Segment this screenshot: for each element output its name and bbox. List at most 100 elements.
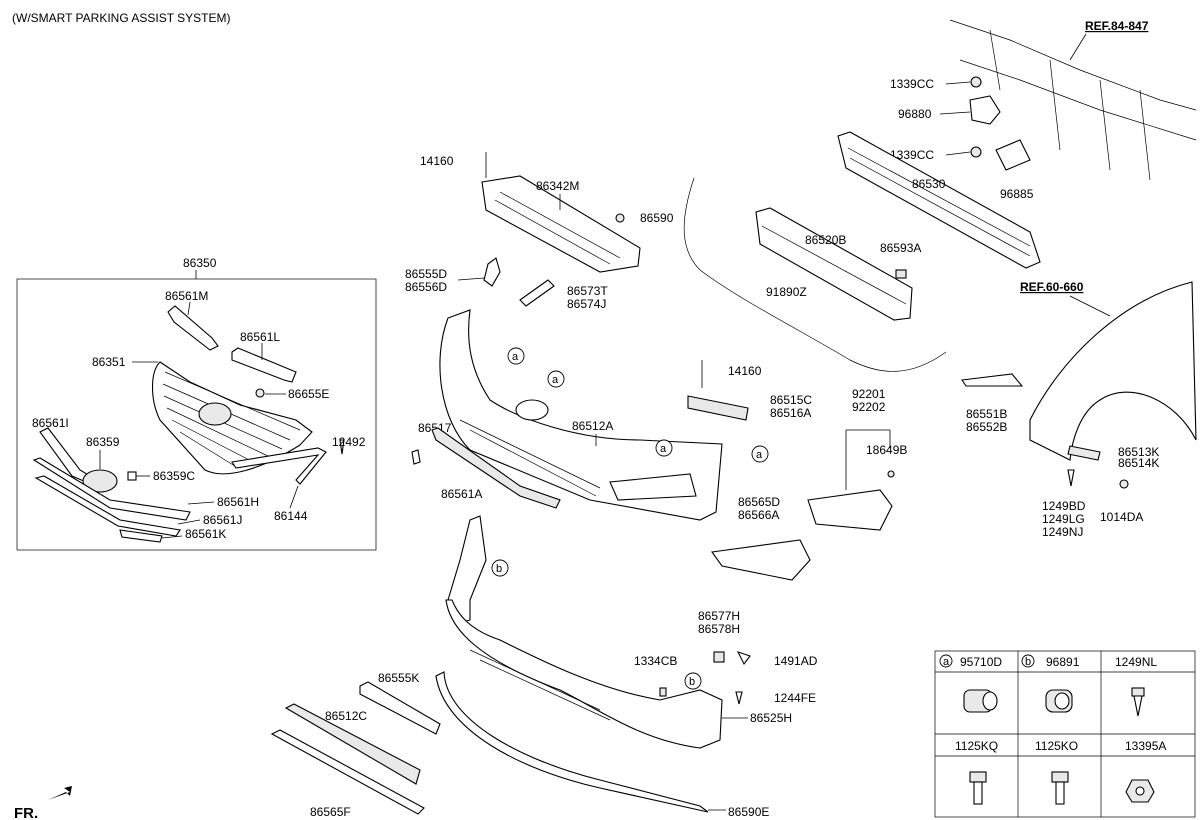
- part-1244FE: [735, 691, 743, 705]
- label-86513K: 86513K: [1118, 445, 1159, 459]
- legend-95710D: 95710D: [960, 655, 1002, 669]
- label-1244FE: 1244FE: [774, 691, 816, 705]
- part-86561J: [34, 475, 181, 537]
- legend-mark-b: [1021, 654, 1035, 668]
- lower-bumper-group: b 86525H b 86577H 86578H 1491AD 1334CB 1…: [270, 515, 818, 819]
- part-bracket-b: [447, 515, 487, 623]
- label-86551B: 86551B: [966, 407, 1007, 421]
- part-86590-clip: [615, 213, 625, 223]
- part-12492: [339, 439, 345, 455]
- label-86561L: 86561L: [240, 330, 280, 344]
- part-1339CC-b: [970, 146, 982, 158]
- front-direction-indicator: FR.: [14, 786, 72, 820]
- label-86561A: 86561A: [441, 487, 482, 501]
- fender-panel: [1029, 281, 1197, 461]
- label-96880: 96880: [898, 107, 932, 121]
- label-86573T: 86573T: [567, 284, 608, 298]
- label-86516A: 86516A: [770, 406, 811, 420]
- bumper-sensor-hole: [515, 399, 549, 421]
- part-86561M: [167, 305, 219, 351]
- part-86655E: [255, 388, 265, 398]
- grille-inset-box: 86350 86561M 86561L 86351 86655E 12492 8…: [16, 256, 377, 551]
- label-86565F: 86565F: [310, 805, 351, 819]
- label-86556D: 86556D: [405, 280, 447, 294]
- label-86515C: 86515C: [770, 393, 812, 407]
- label-86552B: 86552B: [966, 420, 1007, 434]
- legend-96891: 96891: [1046, 655, 1080, 669]
- part-1491AD: [736, 651, 751, 666]
- label-86351: 86351: [92, 355, 126, 369]
- label-1249NJ: 1249NJ: [1042, 525, 1083, 539]
- callout-a-3: [655, 439, 673, 457]
- callout-a-4: [751, 445, 769, 463]
- legend-1125KQ: 1125KQ: [955, 739, 998, 753]
- legend-1249NL: 1249NL: [1115, 655, 1157, 669]
- label-86577H: 86577H: [698, 609, 740, 623]
- sensor-95710D-icon: [963, 689, 998, 713]
- part-86573T: [519, 279, 555, 307]
- part-86512C: [284, 703, 421, 785]
- part-86551B: [961, 373, 1024, 387]
- reinforcement-group: REF.84-847 1339CC 96880 1339CC 96885 865…: [683, 19, 1197, 372]
- callout-b-2: [684, 672, 702, 690]
- part-86561A: [431, 427, 561, 509]
- label-86512C: 86512C: [325, 709, 367, 723]
- part-1249BD-screw: [1067, 469, 1075, 487]
- label-86359C: 86359C: [153, 469, 195, 483]
- label-1339CC-b: 1339CC: [890, 148, 934, 162]
- part-86351-grille: [152, 361, 313, 475]
- screw-1249NL-icon: [1131, 687, 1145, 717]
- label-86590: 86590: [640, 211, 674, 225]
- label-86350: 86350: [183, 256, 217, 270]
- part-86359-emblem: [82, 469, 118, 493]
- label-86590E: 86590E: [728, 805, 769, 819]
- part-18649B-bulb: [887, 470, 895, 478]
- callout-b-1: [491, 559, 509, 577]
- label-86520B: 86520B: [805, 233, 846, 247]
- part-86342M-cover: [481, 175, 641, 273]
- label-14160-mid: 14160: [728, 364, 762, 378]
- part-86525H-lower: [445, 599, 723, 749]
- label-86593A: 86593A: [880, 241, 921, 255]
- emblem-grille: [198, 402, 232, 426]
- label-86144: 86144: [274, 509, 308, 523]
- part-1334CB: [659, 687, 667, 697]
- label-91890Z: 91890Z: [766, 285, 807, 299]
- label-86555K: 86555K: [378, 671, 419, 685]
- callout-a-1-text: a: [512, 351, 519, 363]
- legend-mark-b-text: b: [1025, 656, 1031, 668]
- part-1339CC-a: [970, 76, 982, 88]
- label-1249LG: 1249LG: [1042, 512, 1085, 526]
- label-86342M: 86342M: [536, 179, 579, 193]
- label-1339CC-a: 1339CC: [890, 77, 934, 91]
- part-86144: [231, 447, 327, 485]
- label-86655E: 86655E: [288, 387, 329, 401]
- label-86578H: 86578H: [698, 622, 740, 636]
- label-86512A: 86512A: [572, 419, 613, 433]
- part-86590E-lip: [435, 671, 709, 813]
- label-86530: 86530: [912, 177, 946, 191]
- callout-a-4-text: a: [756, 449, 763, 461]
- nut-13395A-icon: [1125, 779, 1155, 803]
- bolt-1125KO-icon: [1051, 771, 1069, 805]
- label-18649B: 18649B: [866, 443, 907, 457]
- front-bumper-group: 86512A a a a a 86517 86561A 14160 86515C…: [411, 309, 907, 581]
- callout-a-1: [507, 347, 525, 365]
- callout-a-3-text: a: [660, 443, 667, 455]
- label-92201: 92201: [852, 387, 886, 401]
- legend-13395A: 13395A: [1125, 739, 1166, 753]
- part-1014DA: [1119, 479, 1129, 489]
- part-86561K: [119, 529, 163, 543]
- callout-b-1-text: b: [496, 563, 502, 575]
- label-86574J: 86574J: [567, 297, 606, 311]
- callout-a-2-text: a: [552, 374, 559, 386]
- part-86517: [411, 449, 421, 465]
- label-1491AD: 1491AD: [774, 654, 818, 668]
- legend-1125KO: 1125KO: [1035, 739, 1078, 753]
- label-92202: 92202: [852, 400, 886, 414]
- part-92201-foglamp: [807, 489, 893, 531]
- part-86561L: [231, 347, 297, 383]
- label-86566A: 86566A: [738, 508, 779, 522]
- fender-group: REF.60-660 86551B 86552B 86513K 86514K 1…: [961, 280, 1197, 539]
